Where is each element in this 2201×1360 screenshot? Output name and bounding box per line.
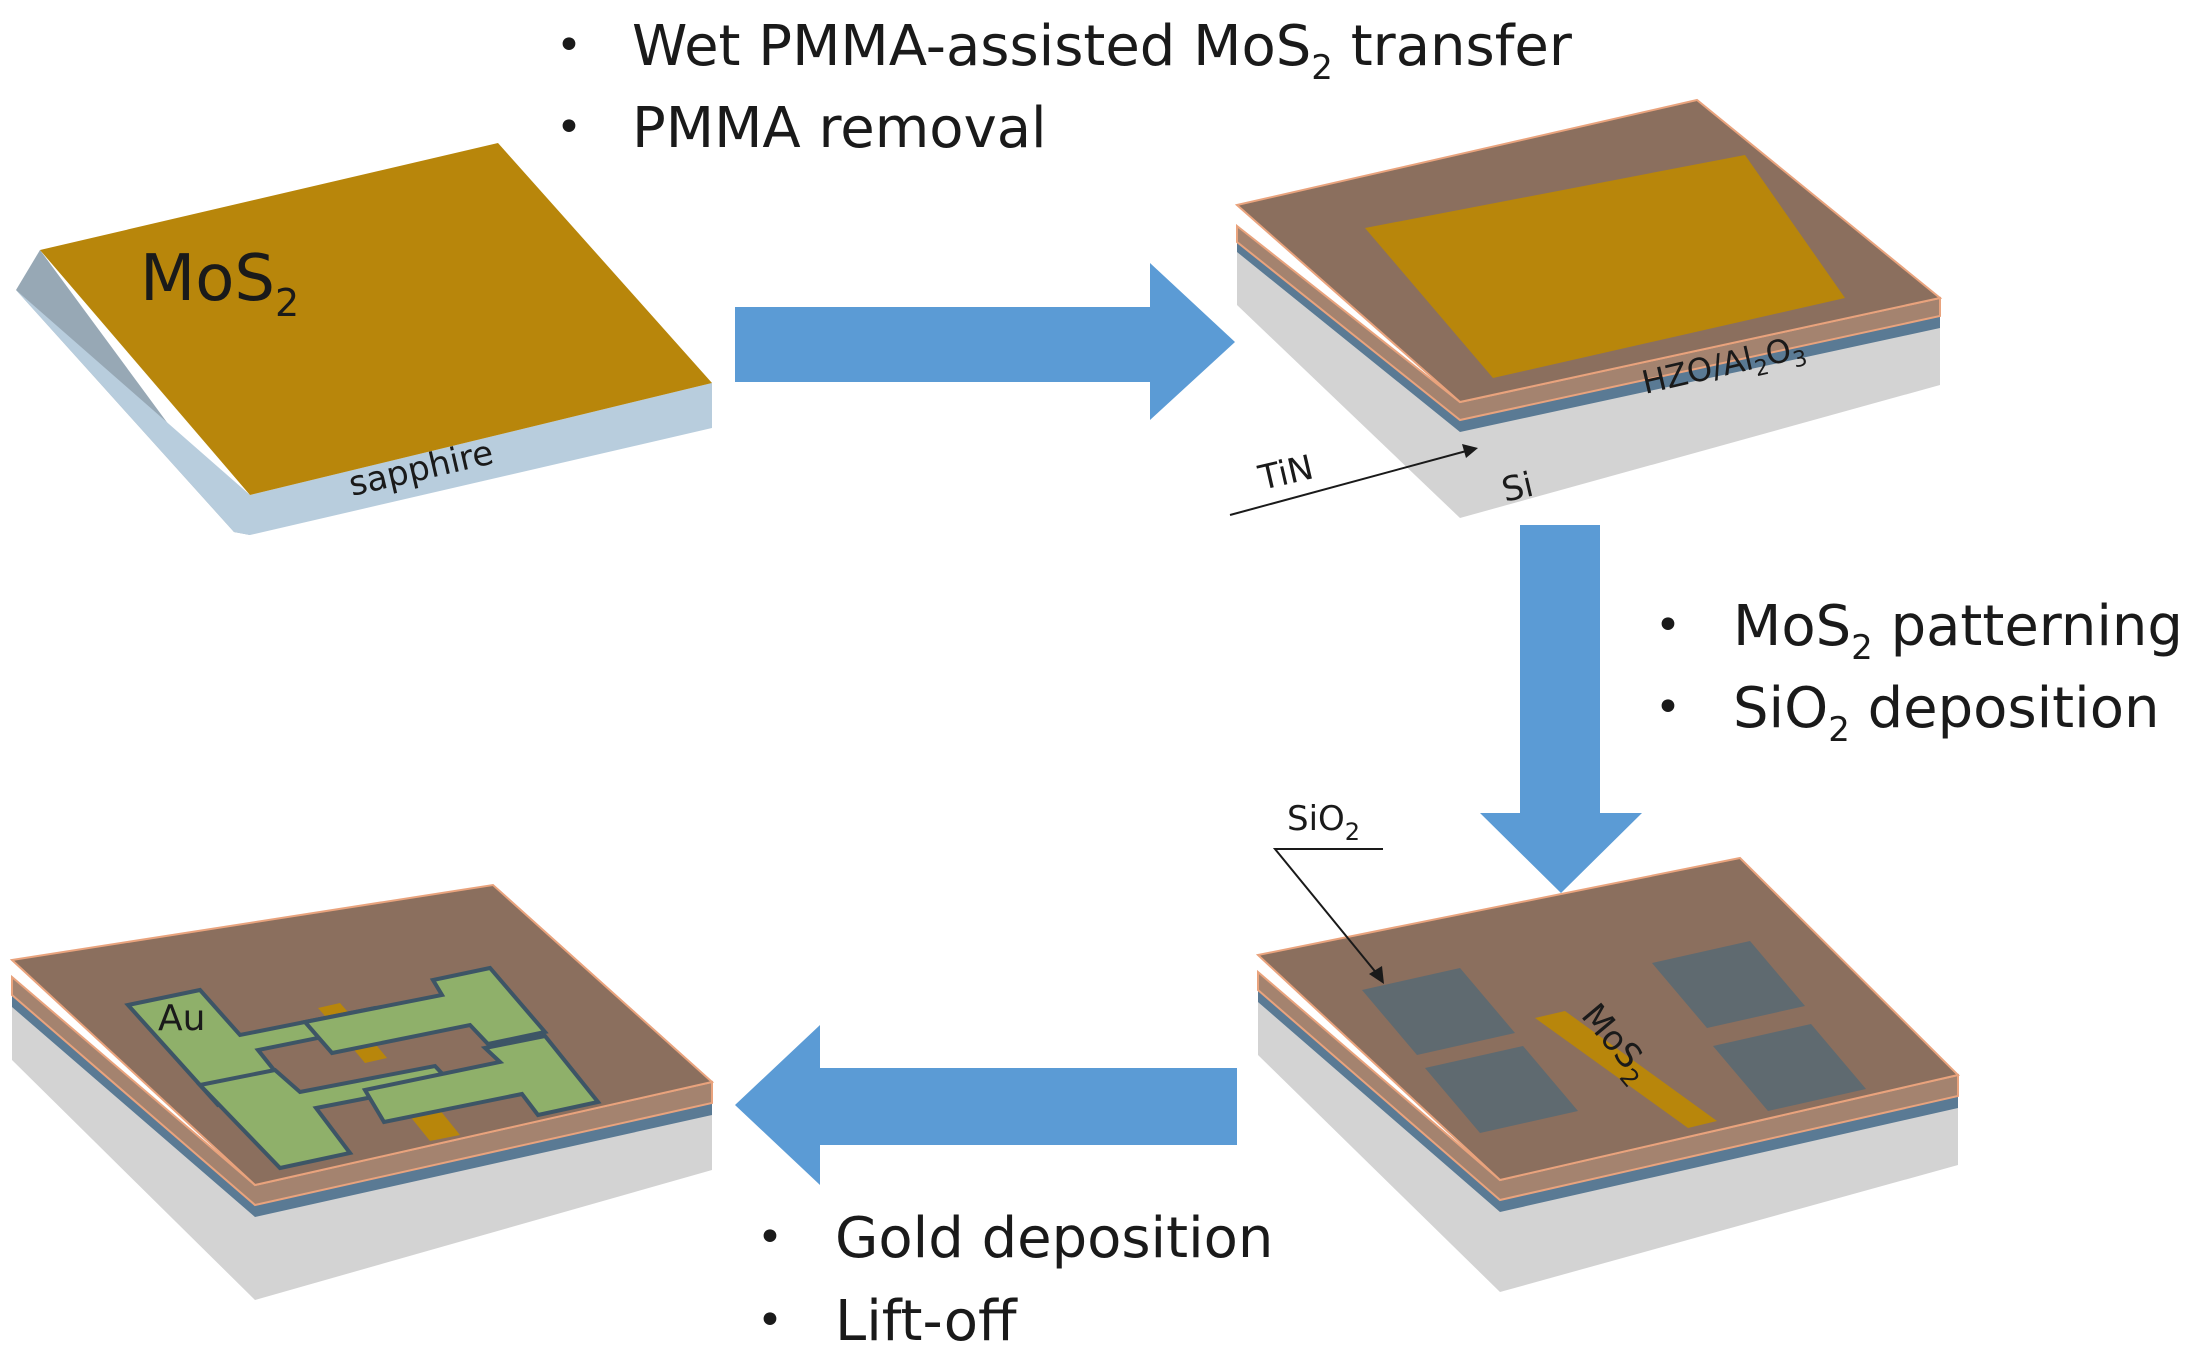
sio2-label: SiO2 [1287,799,1360,846]
sio2-pointer-arrowhead [1369,966,1384,984]
sio2-pointer-line [1272,848,1383,976]
gold-contact-bottom-right [361,1033,602,1125]
sample-mos2-on-sapphire: MoS2 sapphire [16,143,712,535]
arrow-left [735,1025,1237,1185]
arrow-right [735,263,1235,420]
sample-gold-contacts: Au [9,883,715,1300]
mos2-top-label: MoS2 [140,242,299,325]
si-substrate-front [1237,248,1940,518]
step-gold-line-1: Gold deposition [835,1206,1273,1271]
gold-contact-top-right [301,965,549,1056]
sapphire-front-face [16,290,712,535]
tin-pointer-arrowhead [1462,444,1478,458]
step-patterning-text: • MoS2 patterning • SiO2 deposition [1655,594,2183,750]
step-patterning-line-1: MoS2 patterning [1733,594,2183,668]
bullet-patterning-2: • [1655,682,1681,733]
tin-pointer-line [1229,449,1471,516]
sio2-pad-bottom-left [1425,1046,1578,1133]
bullet-gold-2: • [757,1295,783,1346]
arrow-down [1480,525,1642,893]
step-gold-text: • Gold deposition • Lift-off [757,1206,1273,1354]
si-substrate-front-4 [12,1005,712,1300]
mos2-strip [1535,1011,1717,1128]
bullet-transfer-1: • [556,20,582,71]
sio2-pad-top-right [1652,941,1805,1028]
si-substrate-front-3 [1258,1000,1958,1292]
step-transfer-text: • Wet PMMA-assisted MoS2 transfer • PMMA… [556,14,1573,161]
sample-mos2-on-hzo: HZO/Al2O3 TiN Si [1229,98,1943,518]
bullet-gold-1: • [757,1212,783,1263]
tin-label: TiN [1254,448,1317,499]
sio2-pad-top-left [1362,968,1515,1055]
sample-patterned-mos2: MoS2 SiO2 [1255,799,1960,1292]
step-patterning-line-2: SiO2 deposition [1733,676,2159,750]
step-gold-line-2: Lift-off [835,1289,1018,1354]
step-transfer-line-1: Wet PMMA-assisted MoS2 transfer [632,14,1573,88]
mos2-film-on-hzo [1365,155,1845,378]
bullet-transfer-2: • [556,102,582,153]
mos2-film-top [40,143,712,495]
au-label: Au [158,998,205,1039]
step-transfer-line-2: PMMA removal [632,96,1047,161]
sio2-pad-bottom-right [1713,1024,1866,1111]
bullet-patterning-1: • [1655,600,1681,651]
